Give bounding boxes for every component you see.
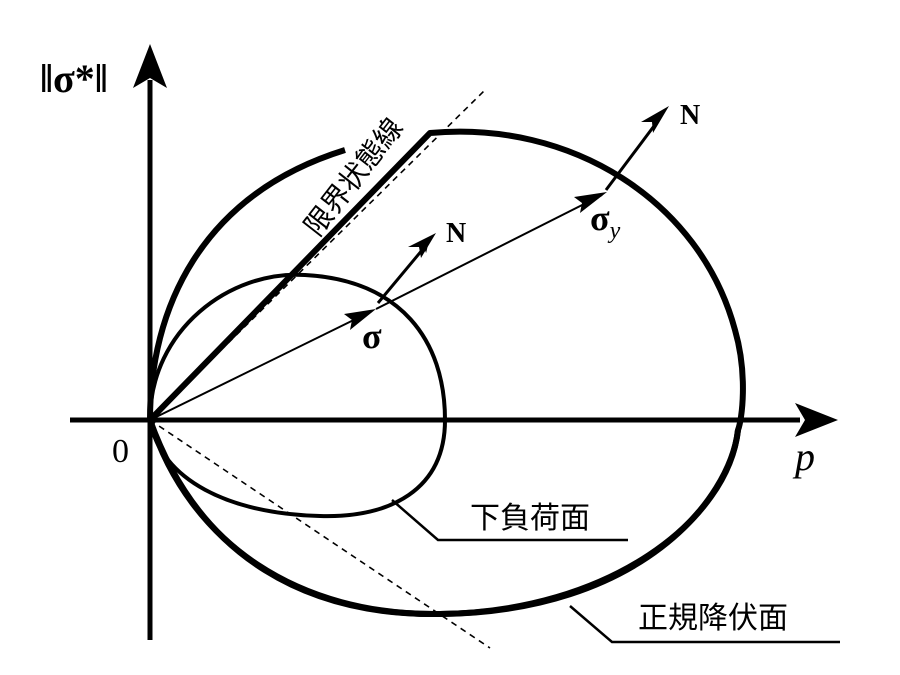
- y-axis-label: ‖σ*‖: [40, 56, 108, 101]
- outer-normal-vector: [604, 117, 662, 191]
- stress-vector-arrowhead: [344, 309, 376, 330]
- normal-yield-surface-label: 正規降伏面: [638, 601, 788, 636]
- yield-stress-symbol: σ: [590, 198, 610, 238]
- stress-norm-axis-arrowhead: [133, 44, 167, 88]
- x-axis-label: p: [792, 434, 815, 479]
- inner-normal-vector: [376, 242, 430, 304]
- critical-state-line-upper: [149, 89, 486, 421]
- normal-yield-surface-leader: [569, 605, 840, 644]
- subloading-surface-label: 下負荷面: [470, 501, 590, 536]
- critical-state-line-label: 限界状態線: [298, 112, 410, 243]
- stress-label: σ: [362, 316, 382, 356]
- yield-stress-vector: [375, 194, 603, 310]
- inner-normal-label: N: [446, 218, 466, 249]
- outer-normal-arrowhead: [641, 106, 669, 133]
- yield-stress-label: σy: [590, 198, 621, 244]
- inner-normal-arrowhead: [408, 233, 436, 258]
- origin-label: 0: [112, 433, 129, 470]
- normal-yield-surface-lower-curve: [147, 419, 741, 618]
- subloading-surface-curve: [147, 272, 448, 519]
- subloading-surface-leader: [391, 499, 628, 542]
- outer-normal-label: N: [680, 100, 700, 131]
- p-axis-arrowhead: [795, 403, 838, 437]
- critical-state-line-lower: [149, 419, 491, 649]
- yield-stress-subscript: y: [608, 218, 621, 244]
- stress-vector: [149, 310, 373, 421]
- normal-yield-surface-curve: [147, 128, 746, 618]
- yield-stress-vector-arrowhead: [574, 192, 607, 213]
